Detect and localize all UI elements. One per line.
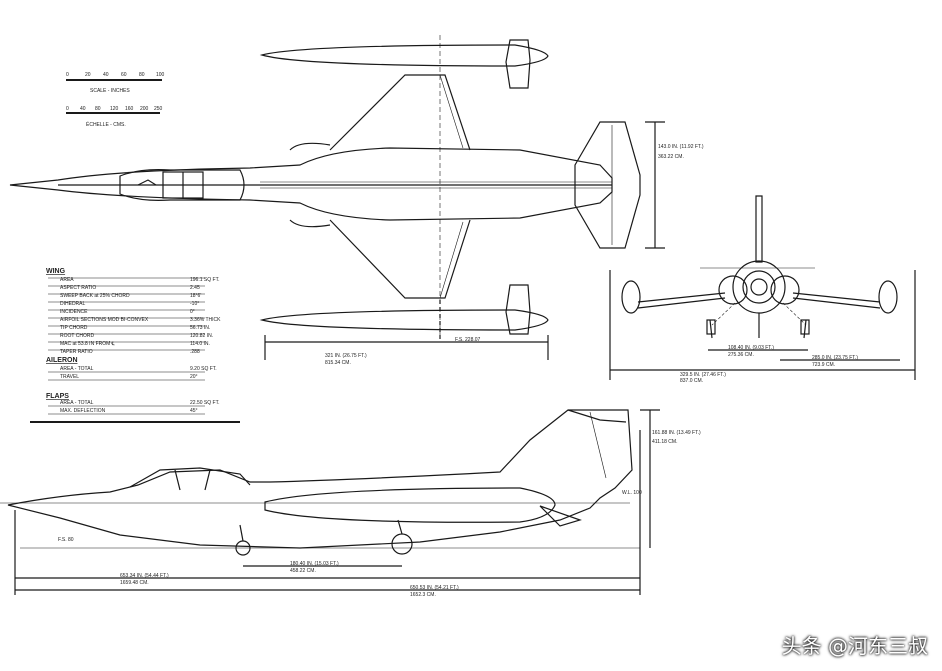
spec-value: -10°: [190, 301, 199, 307]
spec-label: DIHEDRAL: [60, 301, 86, 307]
dim-gear-track: 108.40 IN. (9.03 FT.): [728, 345, 774, 351]
scale-label: ÉCHELLE - CMS.: [86, 121, 126, 128]
spec-value: 20°: [190, 374, 198, 380]
spec-value: 0°: [190, 309, 195, 315]
dim-wl: W.L. 100: [622, 490, 642, 496]
dim-side-height: 161.88 IN. (13.49 FT.): [652, 430, 701, 436]
spec-label: MAC at 53.8 IN FROM ℄: [60, 341, 116, 347]
dim-fin-height: 143.0 IN. (11.92 FT.): [658, 144, 704, 150]
spec-heading-aileron: AILERON: [46, 357, 78, 364]
scale-tick: 120: [110, 106, 119, 112]
spec-table: WING AREA 196.1 SQ FT. ASPECT RATIO 2.45…: [46, 268, 221, 414]
spec-label: ROOT CHORD: [60, 333, 94, 339]
spec-rules: [30, 277, 240, 423]
scale-tick: 100: [156, 72, 165, 78]
dim-side-height-cm: 411.18 CM.: [652, 439, 677, 445]
spec-value: 120.82 IN.: [190, 333, 213, 339]
dim-half-span: 285.0 IN. (23.75 FT.): [812, 355, 858, 361]
spec-heading-flaps: FLAPS: [46, 393, 69, 400]
spec-value: 45°: [190, 408, 198, 414]
dim-length1: 653.34 IN. (54.44 FT.): [120, 573, 169, 579]
scale-tick: 40: [103, 72, 109, 78]
spec-label: ASPECT RATIO: [60, 285, 96, 291]
dim-fs: F.S. 80: [58, 537, 74, 543]
scale-text: 0 20 40 60 80 100 SCALE - INCHES 0 40 80…: [66, 72, 165, 128]
spec-label: TAPER RATIO: [60, 349, 93, 355]
scale-label: SCALE - INCHES: [90, 88, 130, 94]
front-view: [609, 195, 916, 380]
spec-heading-wing: WING: [46, 268, 66, 275]
spec-value: 9.20 SQ FT.: [190, 366, 217, 372]
scale-tick: 40: [80, 106, 86, 112]
spec-value: 56.73 IN.: [190, 325, 210, 331]
watermark: 头条 @河东三叔: [781, 634, 928, 658]
dim-length2-cm: 1652.3 CM.: [410, 592, 436, 598]
spec-value: .288: [190, 349, 200, 355]
spec-label: AIRFOIL SECTIONS MOD BI-CONVEX: [60, 317, 149, 323]
scale-bars: [66, 79, 162, 114]
spec-label: TRAVEL: [60, 374, 79, 380]
dim-front-span: 329.5 IN. (27.46 FT.): [680, 372, 726, 378]
dim-top-span: 321 IN. (26.75 FT.): [325, 353, 367, 359]
spec-value: 114.0 IN.: [190, 341, 210, 347]
dim-half-span-cm: 723.9 CM.: [812, 362, 835, 368]
spec-label: SWEEP BACK at 25% CHORD: [60, 293, 130, 299]
dim-length1-cm: 1659.48 CM.: [120, 580, 149, 586]
spec-value: 3.36% THICK: [190, 317, 221, 323]
dim-wheelbase: 180.40 IN. (15.03 FT.): [290, 561, 339, 567]
spec-value: 18°6': [190, 293, 201, 299]
scale-tick: 250: [154, 106, 163, 112]
dim-gear-track-cm: 275.36 CM.: [728, 352, 754, 358]
dim-top-station: F.S. 228.07: [455, 337, 481, 343]
dimension-text: 321 IN. (26.75 FT.) 815.34 CM. F.S. 228.…: [58, 144, 858, 598]
spec-label: MAX. DEFLECTION: [60, 408, 106, 414]
spec-value: 2.45: [190, 285, 200, 291]
scale-tick: 80: [95, 106, 101, 112]
scale-tick: 0: [66, 72, 69, 78]
dim-length2: 650.53 IN. (54.21 FT.): [410, 585, 459, 591]
spec-label: AREA - TOTAL: [60, 400, 94, 406]
spec-label: INCIDENCE: [60, 309, 88, 315]
dim-top-span-cm: 815.34 CM.: [325, 360, 351, 366]
spec-label: AREA: [60, 277, 74, 283]
scale-tick: 80: [139, 72, 145, 78]
dim-front-span-cm: 837.0 CM.: [680, 378, 703, 384]
spec-label: AREA - TOTAL: [60, 366, 94, 372]
scale-tick: 200: [140, 106, 149, 112]
scale-tick: 20: [85, 72, 91, 78]
scale-tick: 60: [121, 72, 127, 78]
spec-label: TIP CHORD: [60, 325, 88, 331]
scale-tick: 160: [125, 106, 134, 112]
top-view: [9, 35, 665, 360]
side-view: [0, 409, 660, 595]
scale-tick: 0: [66, 106, 69, 112]
spec-value: 196.1 SQ FT.: [190, 277, 219, 283]
spec-value: 22.50 SQ FT.: [190, 400, 219, 406]
dim-wheelbase-cm: 458.22 CM.: [290, 568, 316, 574]
dim-fin-height-cm: 363.22 CM.: [658, 154, 684, 160]
